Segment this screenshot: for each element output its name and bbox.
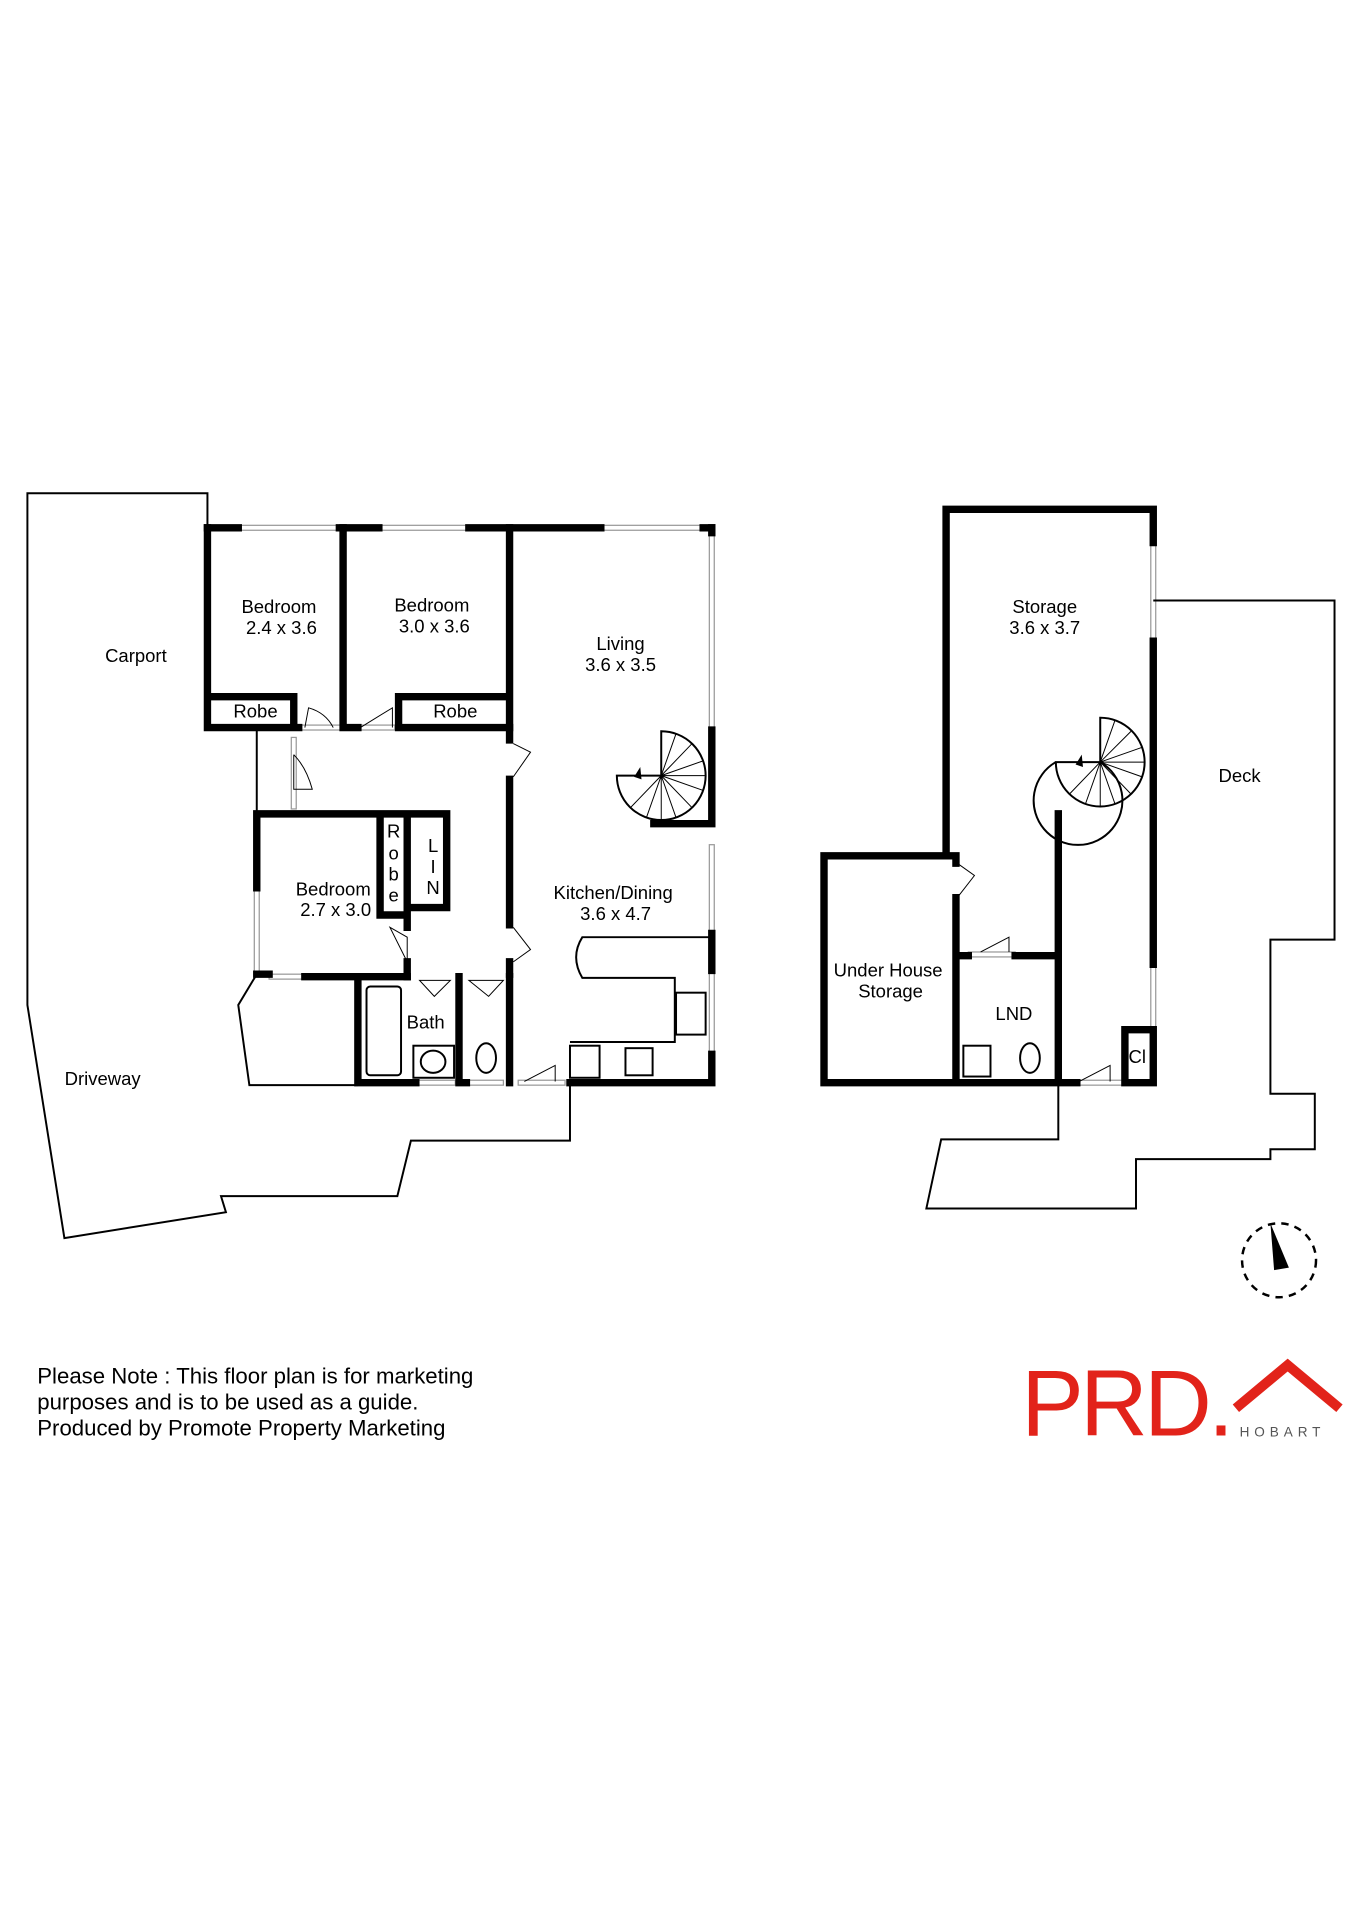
room-carport: Carport (105, 645, 167, 666)
kitchen-fixtures (365, 936, 1041, 1079)
doors (293, 706, 1111, 1082)
room-robe-1: Robe (233, 701, 277, 722)
room-bedroom-1-size: 2.4 x 3.6 (246, 617, 317, 638)
room-labels: Carport Bedroom 2.4 x 3.6 Bedroom 3.0 x … (65, 595, 1262, 1090)
house-roof-icon (1232, 1358, 1343, 1413)
site-outline-lower (925, 599, 1336, 1210)
room-laundry: LND (995, 1003, 1032, 1024)
note-line: Produced by Promote Property Marketing (37, 1415, 445, 1440)
room-deck: Deck (1219, 765, 1262, 786)
lin-vertical-letter: I (431, 856, 436, 877)
logo-brand: PRD. (1021, 1350, 1230, 1455)
spiral-stair-lower (1032, 716, 1146, 846)
room-living-size: 3.6 x 3.5 (585, 654, 656, 675)
lin-vertical-letter: N (426, 877, 439, 898)
site-outline-ground (26, 492, 571, 1240)
logo-location: HOBART (1240, 1425, 1326, 1440)
room-bedroom-3: Bedroom (296, 878, 371, 899)
disclaimer-note: Please Note : This floor plan is for mar… (37, 1364, 473, 1441)
room-kitchen-dining-size: 3.6 x 4.7 (580, 903, 651, 924)
robe-vertical-letter: e (389, 884, 399, 905)
room-living: Living (596, 633, 644, 654)
room-bedroom-1: Bedroom (241, 596, 316, 617)
room-cupboard: Cl (1128, 1046, 1145, 1067)
robe-vertical-letter: o (389, 842, 399, 863)
room-bath: Bath (407, 1011, 445, 1032)
robe-vertical-letter: R (387, 820, 400, 841)
walls-ground (203, 524, 716, 1087)
note-line: Please Note : This floor plan is for mar… (37, 1364, 473, 1389)
room-bedroom-2: Bedroom (394, 595, 469, 616)
room-bedroom-2-size: 3.0 x 3.6 (399, 616, 470, 637)
room-bedroom-3-size: 2.7 x 3.0 (300, 899, 371, 920)
room-driveway: Driveway (65, 1068, 142, 1089)
north-arrow-compass-icon: N (1240, 1222, 1318, 1299)
compass-label: N (1275, 1251, 1283, 1263)
room-storage-size: 3.6 x 3.7 (1009, 617, 1080, 638)
spiral-stair-ground (615, 730, 707, 821)
room-under-house-storage: Under House (834, 960, 943, 981)
room-kitchen-dining: Kitchen/Dining (554, 882, 673, 903)
room-storage: Storage (1012, 596, 1077, 617)
robe-vertical-letter: b (389, 863, 399, 884)
prd-hobart-logo: PRD. HOBART (1021, 1350, 1343, 1455)
room-under-house-storage-2: Storage (858, 981, 923, 1002)
lin-vertical-letter: L (428, 835, 438, 856)
note-line: purposes and is to be used as a guide. (37, 1389, 418, 1414)
walls-lower (820, 505, 1157, 1087)
room-robe-2: Robe (433, 701, 477, 722)
